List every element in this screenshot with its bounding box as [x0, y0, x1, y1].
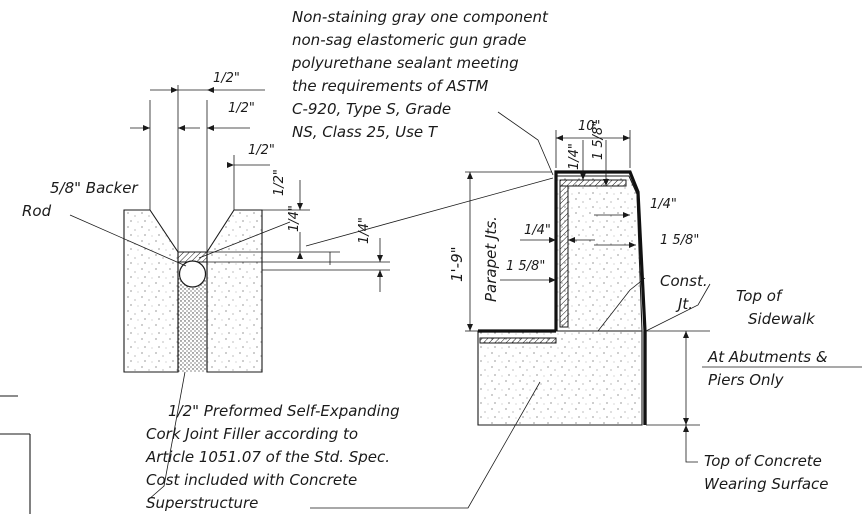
dim-parapet-five-eighths-left: 1 5/8": [506, 259, 545, 274]
joint-detail: [69, 85, 390, 501]
cork-note-line-2: Cork Joint Filler according to: [146, 425, 358, 443]
abutments-line-1: At Abutments &: [707, 348, 828, 366]
cork-note-line-1: 1/2" Preformed Self-Expanding: [168, 402, 400, 420]
parapet-joints-label: Parapet Jts.: [482, 216, 500, 302]
dim-height: 1'-9": [448, 246, 466, 282]
dim-parapet-quarter-top: 1/4": [567, 143, 582, 170]
right-notes: Const. Jt. Top of Sidewalk At Abutments …: [660, 272, 829, 493]
top-sidewalk-line-1: Top of: [736, 287, 784, 305]
dim-quarter-a: 1/4": [287, 205, 302, 232]
right-slab: [206, 209, 263, 373]
parapet-wall: [555, 175, 643, 332]
sealant-note-line-6: NS, Class 25, Use T: [292, 123, 439, 141]
sealant-note: Non-staining gray one component non-sag …: [291, 8, 549, 141]
const-jt-line-2: Jt.: [675, 295, 693, 313]
cork-note-line-4: Cost included with Concrete: [146, 471, 357, 489]
backer-rod-note-line-2: Rod: [22, 202, 52, 220]
cork-filler: [178, 278, 207, 372]
abutments-line-2: Piers Only: [708, 371, 785, 389]
top-concrete-line-2: Wearing Surface: [704, 475, 829, 493]
cork-filler-note: 1/2" Preformed Self-Expanding Cork Joint…: [145, 402, 400, 512]
backer-rod: [178, 260, 207, 288]
dim-half-c: 1/2": [248, 143, 275, 158]
top-sidewalk-line-2: Sidewalk: [748, 310, 816, 328]
parapet-detail: [305, 111, 862, 509]
sealant-note-line-3: polyurethane sealant meeting: [291, 54, 519, 72]
sealant-note-line-5: C-920, Type S, Grade: [292, 100, 451, 118]
parapet-slab: [477, 330, 643, 426]
dim-ten: 10": [578, 119, 601, 134]
cork-note-line-3: Article 1051.07 of the Std. Spec.: [145, 448, 390, 466]
sealant-note-line-1: Non-staining gray one component: [292, 8, 549, 26]
cropped-frame: [0, 395, 31, 514]
dim-half-d: 1/2": [272, 169, 287, 196]
dim-parapet-five-eighths-top: 1 5/8": [591, 121, 606, 160]
const-jt-line-1: Const.: [660, 272, 708, 290]
backer-rod-note: 5/8" Backer Rod: [22, 179, 138, 220]
dim-parapet-five-eighths-right: 1 5/8": [660, 233, 699, 248]
cork-note-line-5: Superstructure: [146, 494, 258, 512]
top-concrete-line-1: Top of Concrete: [704, 452, 822, 470]
dim-half-a: 1/2": [213, 71, 240, 86]
dim-half-b: 1/2": [228, 101, 255, 116]
sealant-note-line-2: non-sag elastomeric gun grade: [292, 31, 527, 49]
dim-parapet-quarter-right: 1/4": [650, 197, 677, 212]
dim-quarter-b: 1/4": [357, 217, 372, 244]
dim-parapet-quarter-left: 1/4": [524, 223, 551, 238]
backer-rod-note-line-1: 5/8" Backer: [50, 179, 138, 197]
sealant-note-line-4: the requirements of ASTM: [292, 77, 488, 95]
left-slab: [123, 209, 179, 373]
dimension-labels: 1/2" 1/2" 1/2" 1/2" 1/4" 1/4" 10" 1/4" 1…: [213, 71, 699, 302]
